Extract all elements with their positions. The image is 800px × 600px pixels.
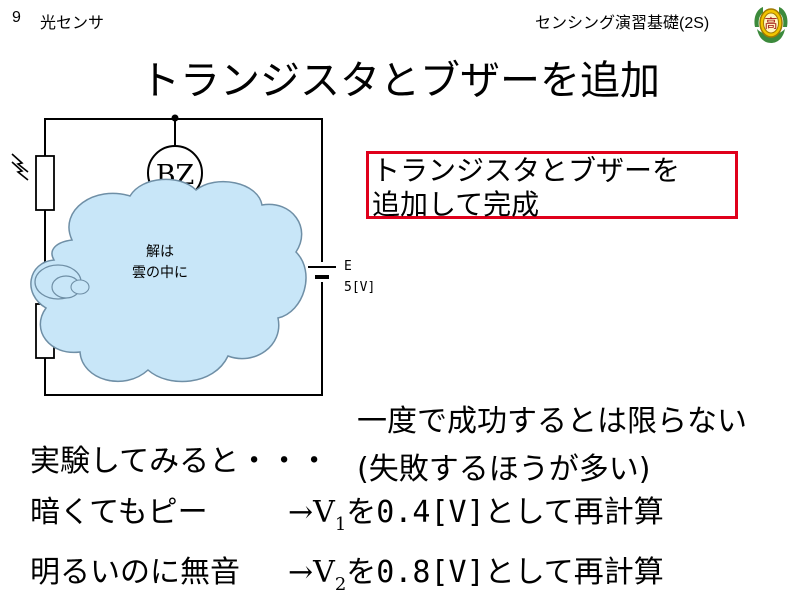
circuit-diagram: E 5[V] BZ 解は 雲の中に bbox=[11, 114, 375, 396]
battery-symbol bbox=[308, 262, 336, 282]
light-arrows-icon bbox=[11, 153, 29, 181]
callout-line1: トランジスタとブザーを bbox=[372, 154, 681, 187]
note-line-b: (失敗するほうが多い) bbox=[357, 452, 651, 487]
case1-text: →V1を0.4[V]として再計算 bbox=[288, 487, 664, 535]
note-line-a: 一度で成功するとは限らない bbox=[357, 404, 747, 439]
photoresistor bbox=[35, 155, 55, 211]
section-title: 光センサ bbox=[40, 15, 105, 32]
logo-text: 高 bbox=[764, 16, 777, 32]
school-logo: 高 bbox=[754, 7, 788, 43]
case2-label: 明るいのに無音 bbox=[30, 555, 240, 590]
case2-text: →V2を0.8[V]として再計算 bbox=[288, 547, 664, 595]
junction-dot bbox=[171, 114, 179, 122]
cloud-text-line2: 雲の中に bbox=[132, 265, 188, 281]
case1-subscript: 1 bbox=[334, 514, 347, 535]
note-intro: 実験してみると・・・ bbox=[30, 444, 330, 479]
callout-line2: 追加して完成 bbox=[372, 188, 540, 221]
cloud-text-line1: 解は bbox=[146, 244, 174, 260]
case1-label: 暗くてもピー bbox=[30, 495, 208, 530]
case2-subscript: 2 bbox=[334, 574, 347, 595]
battery-name: E bbox=[344, 259, 352, 274]
case2-value: 0.8[V] bbox=[376, 555, 485, 590]
case1-value: 0.4[V] bbox=[376, 495, 485, 530]
case2-text-b: として再計算 bbox=[484, 555, 664, 590]
callout-box: トランジスタとブザーを 追加して完成 bbox=[366, 151, 738, 221]
case1-text-a: を bbox=[346, 495, 377, 530]
slide-title: トランジスタとブザーを追加 bbox=[140, 58, 660, 104]
case1-arrow: →V bbox=[288, 495, 335, 530]
course-title: センシング演習基礎(2S) bbox=[535, 15, 710, 32]
cloud-shape bbox=[30, 178, 307, 383]
case2-arrow: →V bbox=[288, 555, 335, 590]
case1-text-b: として再計算 bbox=[484, 495, 664, 530]
slide-number: 9 bbox=[12, 9, 21, 26]
case2-text-a: を bbox=[346, 555, 377, 590]
battery-voltage: 5[V] bbox=[344, 280, 375, 295]
